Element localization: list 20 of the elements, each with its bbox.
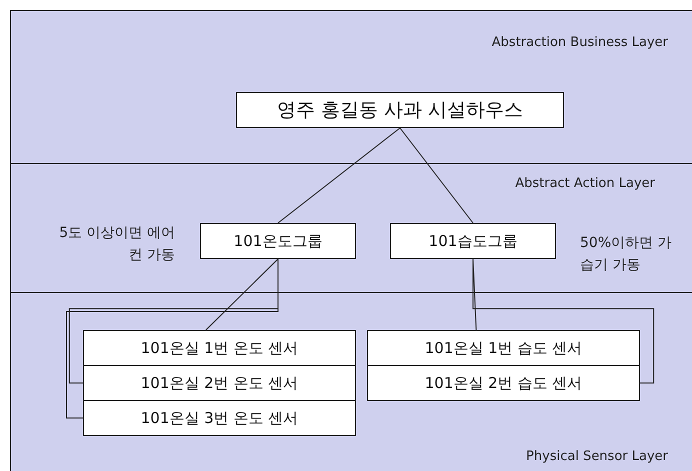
layer-band bbox=[10, 10, 692, 164]
process-box: 101온실 1번 습도 센서 bbox=[367, 330, 640, 366]
process-box: 101온실 1번 온도 센서 bbox=[83, 330, 356, 366]
process-box: 101온실 2번 온도 센서 bbox=[83, 365, 356, 401]
process-box: 101온도그룹 bbox=[200, 223, 356, 259]
process-box: 101온실 3번 온도 센서 bbox=[83, 400, 356, 436]
process-box: 101습도그룹 bbox=[390, 223, 556, 259]
connector-line bbox=[278, 128, 400, 224]
layer-title: Abstract Action Layer bbox=[515, 176, 655, 191]
layer-band bbox=[10, 163, 692, 293]
layer-band bbox=[10, 292, 692, 471]
connector-line bbox=[205, 258, 278, 330]
layer-title: Abstraction Business Layer bbox=[492, 35, 668, 50]
connector-line bbox=[472, 258, 654, 384]
process-box: 101온실 2번 습도 센서 bbox=[367, 365, 640, 401]
note-text: 5도 이상이면 에어컨 가동 bbox=[58, 224, 175, 265]
connector-line bbox=[400, 128, 474, 224]
process-box: 영주 홍길동 사과 시설하우스 bbox=[236, 92, 564, 128]
note-text: 50%이하면 가습기 가동 bbox=[580, 234, 673, 275]
layer-title: Physical Sensor Layer bbox=[526, 449, 668, 464]
